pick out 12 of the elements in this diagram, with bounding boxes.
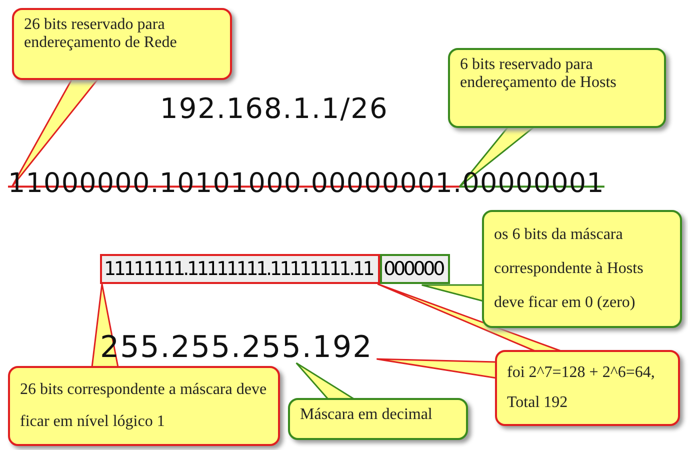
host-bits-box: 000000	[380, 254, 450, 284]
ip-address-label: 192.168.1.1/26	[160, 92, 388, 125]
callout-bubble: foi 2^7=128 + 2^6=64, Total 192	[495, 350, 680, 426]
callout-bubble: 26 bits reservado para endereçamento de Rede	[12, 8, 232, 80]
callout-pointer	[376, 283, 562, 352]
callout-pointer	[91, 283, 119, 368]
network-bits-box: 11111111.11111111.11111111.11	[100, 254, 380, 284]
callout-pointer	[11, 78, 100, 188]
callout-pointer	[421, 284, 484, 302]
callout-bubble: os 6 bits da máscara correspondente à Hosts deve ficar em 0 (zero)	[482, 210, 682, 328]
callout-bubble: 26 bits correspondente a máscara deve ficar em nível lógico 1	[8, 366, 280, 446]
callout-pointer	[376, 358, 497, 379]
